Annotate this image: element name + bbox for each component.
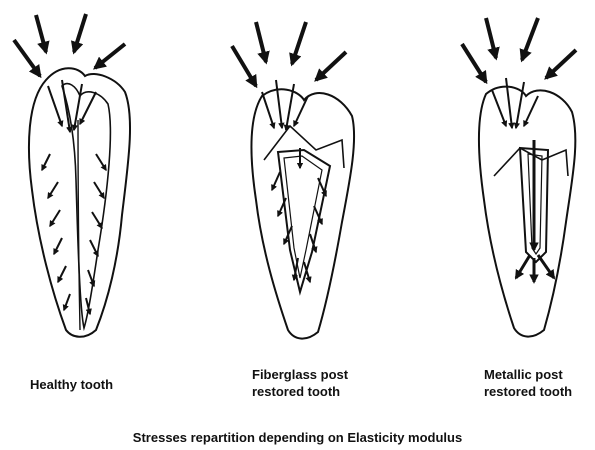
- label-line: restored tooth: [252, 383, 348, 400]
- stress-arrows: [492, 78, 538, 128]
- label-line: Healthy tooth: [30, 376, 113, 393]
- label-metallic-tooth: Metallic post restored tooth: [484, 366, 572, 400]
- label-healthy-tooth: Healthy tooth: [30, 376, 113, 393]
- label-line: restored tooth: [484, 383, 572, 400]
- force-arrows: [14, 14, 125, 76]
- core-buildup: [494, 148, 568, 176]
- label-line: Fiberglass post: [252, 366, 348, 383]
- force-arrows: [232, 22, 346, 86]
- tooth-outline: [479, 87, 575, 337]
- figure-caption: Stresses repartition depending on Elasti…: [0, 430, 595, 445]
- healthy-tooth: [14, 14, 130, 337]
- stress-arrows: [262, 80, 326, 282]
- pulp-outline: [62, 84, 110, 328]
- tooth-outline: [251, 89, 354, 338]
- metallic-tooth: [462, 18, 576, 337]
- fiberglass-tooth: [232, 22, 354, 339]
- post-inner: [284, 156, 322, 278]
- stress-diagram: [0, 0, 595, 350]
- force-arrows: [462, 18, 576, 82]
- root-canal: [78, 120, 80, 330]
- core-buildup: [264, 126, 344, 168]
- label-fiberglass-tooth: Fiberglass post restored tooth: [252, 366, 348, 400]
- label-line: Metallic post: [484, 366, 572, 383]
- stress-arrows: [42, 80, 106, 314]
